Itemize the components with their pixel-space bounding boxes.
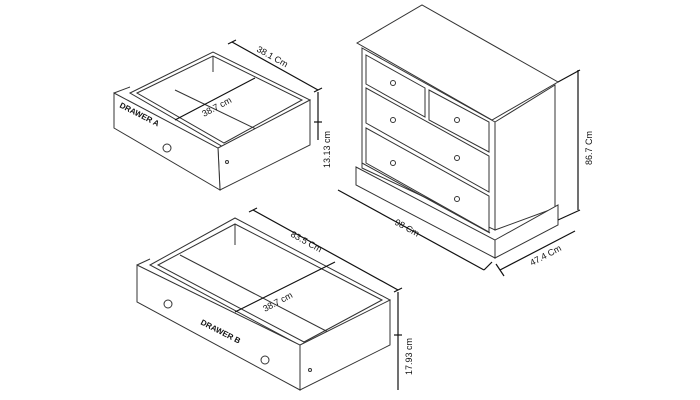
knob-icon xyxy=(163,299,173,309)
knob-icon xyxy=(454,117,460,123)
knob-icon xyxy=(390,160,396,166)
drawer-b-height: 17.93 cm xyxy=(404,338,414,375)
chest-width: 98 Cm xyxy=(393,217,421,239)
knob-icon xyxy=(162,143,172,153)
knob-icon xyxy=(390,80,396,86)
knob-icon xyxy=(454,155,460,161)
knob-icon xyxy=(454,196,460,202)
chest-height: 86.7 Cm xyxy=(584,131,594,165)
knob-icon xyxy=(390,117,396,123)
drawer-a-height: 13.13 cm xyxy=(322,131,332,168)
drawer-a-outer-depth: 38.1 Cm xyxy=(255,44,290,69)
knob-icon xyxy=(260,355,270,365)
drawer-a: DRAWER A 38.7 cm 38.1 Cm 13.13 cm xyxy=(113,39,332,191)
chest-of-drawers: 98 Cm 47.4 Cm 86.7 Cm xyxy=(337,4,594,277)
drawer-b: DRAWER B 38.7 cm 83.5 Cm 17.93 cm xyxy=(136,207,414,391)
